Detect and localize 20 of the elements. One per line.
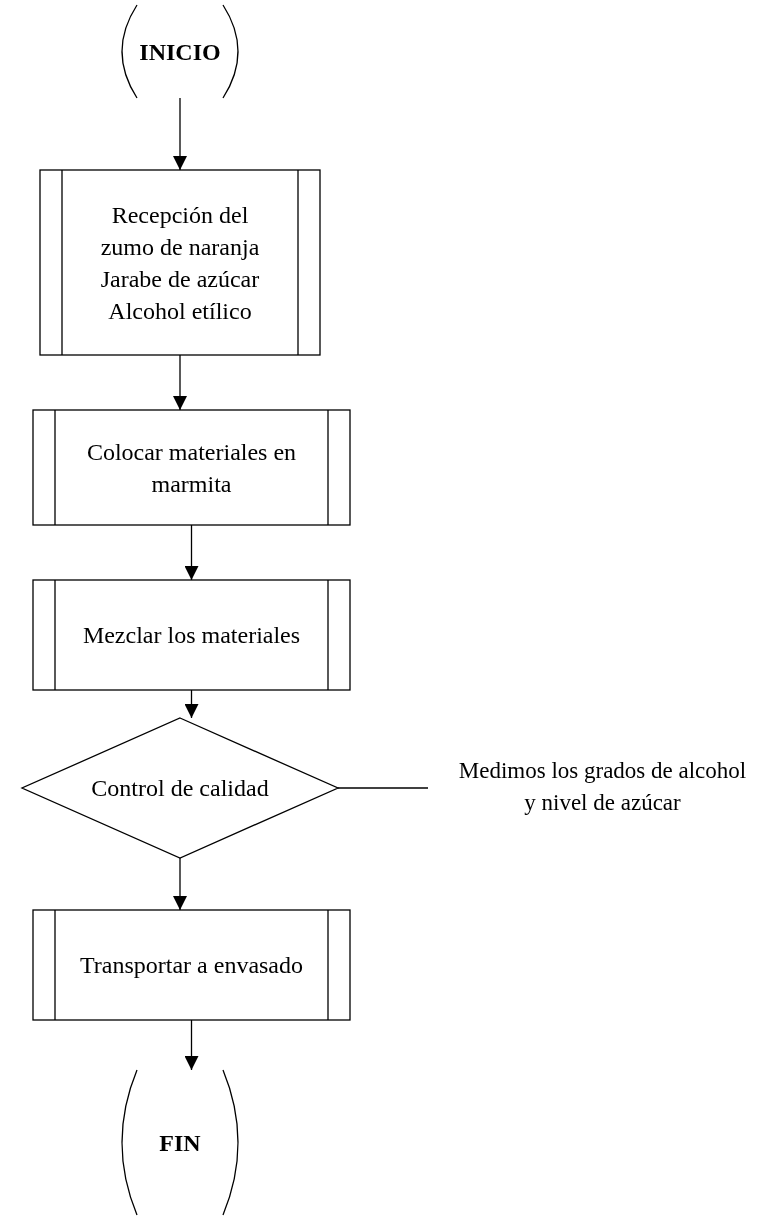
connector-line bbox=[337, 787, 429, 789]
predefined-process-box bbox=[40, 170, 320, 355]
predefined-process-box bbox=[33, 910, 350, 1020]
arrow bbox=[173, 354, 187, 411]
node-label: FIN bbox=[158, 1128, 202, 1158]
arrow bbox=[184, 524, 199, 581]
node-label: Mezclar los materiales bbox=[81, 621, 302, 650]
node-label: Colocar materiales en marmita bbox=[85, 437, 298, 499]
arrow bbox=[184, 1019, 199, 1071]
predefined-process-box bbox=[33, 410, 350, 525]
predefined-process-box bbox=[33, 580, 350, 690]
arrow bbox=[173, 857, 187, 911]
arrow bbox=[173, 97, 187, 171]
node-label: Transportar a envasado bbox=[78, 951, 305, 980]
node-label: Recepción del zumo de naranja Jarabe de azúcar Alcohol etílico bbox=[99, 200, 261, 326]
node-label: Control de calidad bbox=[90, 774, 270, 803]
decision-diamond bbox=[22, 718, 338, 858]
note-text: Medimos los grados de alcohol y nivel de azúcar bbox=[457, 757, 748, 817]
arrow bbox=[184, 689, 199, 719]
node-label: INICIO bbox=[138, 37, 222, 67]
